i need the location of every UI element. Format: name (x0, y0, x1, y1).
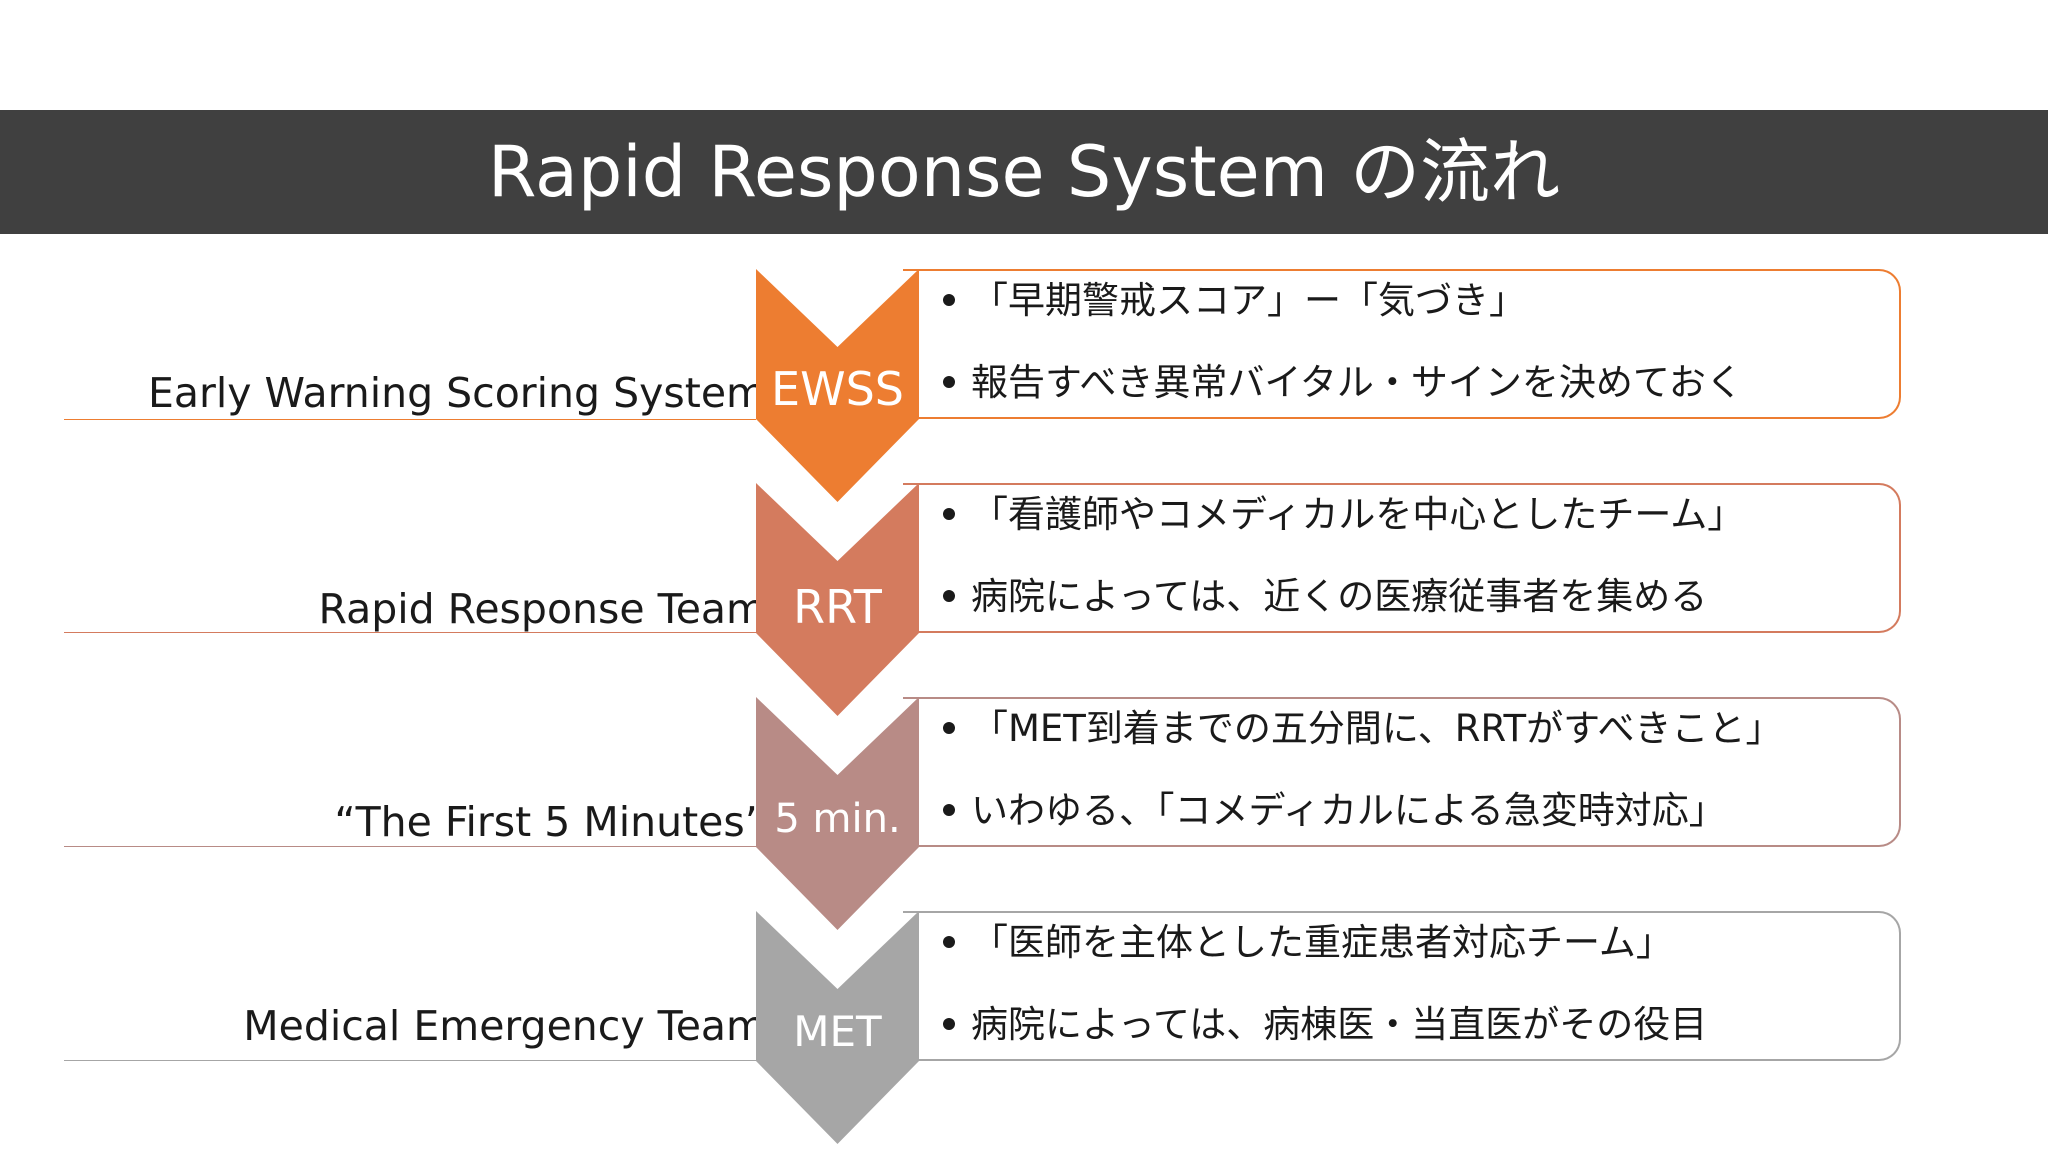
stage-box-five-min: 「MET到着までの五分間に、RRTがすべきこと」 いわゆる、「コメディカルによる… (903, 697, 1901, 847)
stage-abbr-met: MET (793, 1007, 882, 1056)
stage-baseline-rrt (64, 632, 756, 633)
chevron-ewss: EWSS (756, 269, 919, 502)
bullet-dot-icon (943, 1017, 955, 1030)
bullet-item: 「看護師やコメディカルを中心としたチーム」 (943, 496, 1744, 533)
stage-label-ewss: Early Warning Scoring System (147, 369, 766, 417)
stage-label-rrt: Rapid Response Team (318, 585, 767, 633)
stage-box-ewss: 「早期警戒スコア」ー「気づき」 報告すべき異常バイタル・サインを決めておく (903, 269, 1901, 419)
bullet-text: 病院によっては、近くの医療従事者を集める (971, 575, 1708, 618)
bullet-text: 「早期警戒スコア」ー「気づき」 (971, 279, 1526, 322)
bullet-text: 報告すべき異常バイタル・サインを決めておく (971, 361, 1743, 404)
bullet-item: 病院によっては、近くの医療従事者を集める (943, 578, 1707, 615)
bullet-dot-icon (943, 803, 955, 816)
chevron-met: MET (756, 911, 919, 1144)
title-bar: Rapid Response System の流れ (0, 110, 2048, 234)
bullet-dot-icon (943, 721, 955, 734)
slide-title: Rapid Response System の流れ (487, 131, 1561, 213)
bullet-dot-icon (943, 935, 955, 948)
chevron-shape-met (756, 911, 919, 1144)
stage-baseline-met (64, 1060, 756, 1061)
bullet-text: 「看護師やコメディカルを中心としたチーム」 (971, 493, 1745, 536)
bullet-dot-icon (943, 589, 955, 602)
stage-box-met: 「医師を主体とした重症患者対応チーム」 病院によっては、病棟医・当直医がその役目 (903, 911, 1901, 1061)
chevron-shape-five-min (756, 697, 919, 930)
bullet-item: 「早期警戒スコア」ー「気づき」 (943, 282, 1526, 319)
chevron-five-min: 5 min. (756, 697, 919, 930)
bullet-dot-icon (943, 375, 955, 388)
bullet-item: 「MET到着までの五分間に、RRTがすべきこと」 (943, 710, 1783, 747)
stage-label-five-min: “The First 5 Minutes” (334, 798, 766, 846)
stage-abbr-ewss: EWSS (771, 362, 904, 416)
stage-baseline-five-min (64, 846, 756, 847)
chevron-arrow-five-min (756, 697, 919, 930)
stage-label-met: Medical Emergency Team (243, 1002, 766, 1050)
bullet-dot-icon (943, 507, 955, 520)
bullet-text: いわゆる、「コメディカルによる急変時対応」 (971, 789, 1726, 832)
chevron-rrt: RRT (756, 483, 919, 716)
chevron-shape-ewss (756, 269, 919, 502)
chevron-arrow-ewss (756, 269, 919, 502)
bullet-item: いわゆる、「コメディカルによる急変時対応」 (943, 792, 1726, 829)
bullet-item: 病院によっては、病棟医・当直医がその役目 (943, 1006, 1707, 1043)
stage-baseline-ewss (64, 419, 756, 420)
bullet-item: 「医師を主体とした重症患者対応チーム」 (943, 924, 1673, 961)
chevron-arrow-rrt (756, 483, 919, 716)
stage-abbr-five-min: 5 min. (774, 796, 901, 842)
stage-box-rrt: 「看護師やコメディカルを中心としたチーム」 病院によっては、近くの医療従事者を集… (903, 483, 1901, 633)
bullet-text: 病院によっては、病棟医・当直医がその役目 (971, 1003, 1708, 1046)
bullet-item: 報告すべき異常バイタル・サインを決めておく (943, 364, 1743, 401)
bullet-text: 「医師を主体とした重症患者対応チーム」 (971, 921, 1673, 964)
stage-abbr-rrt: RRT (793, 580, 882, 634)
bullet-text: 「MET到着までの五分間に、RRTがすべきこと」 (971, 707, 1783, 750)
chevron-arrow-met (756, 911, 919, 1144)
bullet-dot-icon (943, 293, 955, 306)
chevron-shape-rrt (756, 483, 919, 716)
